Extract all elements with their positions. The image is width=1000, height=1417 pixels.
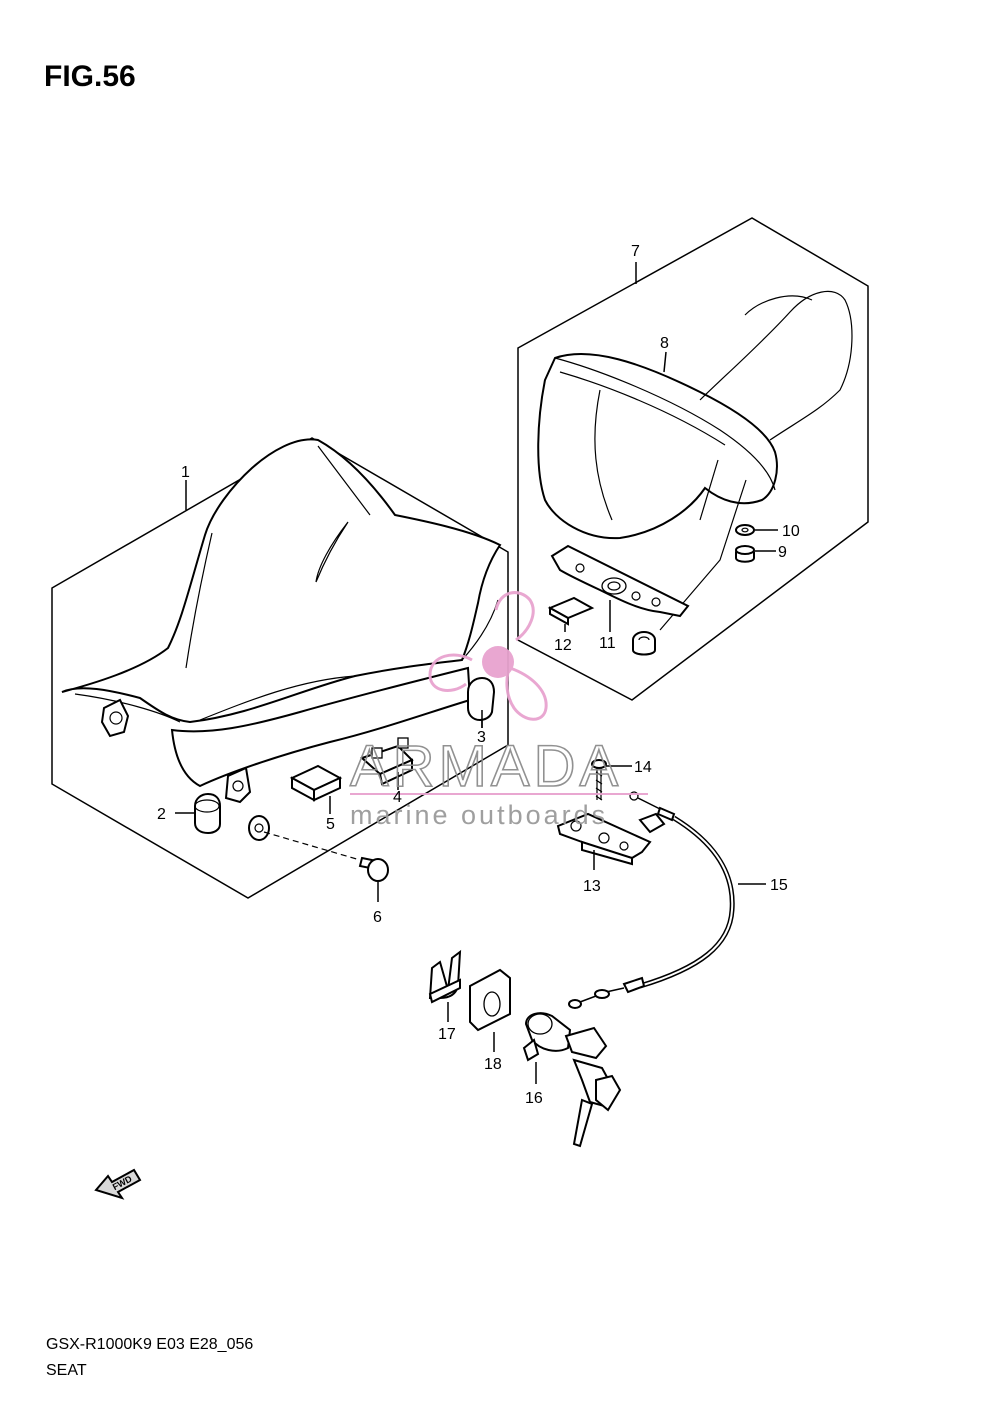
front-seat-group	[51, 437, 509, 899]
part-4-clip	[360, 737, 414, 790]
figure-title: FIG.56	[44, 60, 136, 93]
callout-labels: 1 2 3 4 5 6 7 8 9 10 11 12 13 14 15 16 1…	[157, 243, 800, 1107]
front-seat	[61, 438, 502, 724]
callout-3: 3	[477, 729, 486, 746]
callout-11: 11	[599, 635, 616, 652]
callout-14: 14	[634, 759, 652, 776]
callout-2: 2	[157, 806, 166, 823]
armada-logo-icon	[428, 591, 548, 721]
callout-18: 18	[484, 1056, 502, 1073]
part-3-cushion	[467, 676, 496, 728]
watermark-tagline: marine outboards	[350, 800, 608, 830]
callout-15: 15	[770, 877, 788, 894]
watermark: ARMADA marine outboards	[349, 591, 648, 830]
watermark-brand: ARMADA	[350, 734, 622, 799]
callout-1: 1	[181, 464, 190, 481]
callout-16: 16	[525, 1090, 543, 1107]
section-name: SEAT	[46, 1362, 87, 1379]
part-13-plate	[556, 759, 666, 870]
front-seat-frame	[51, 437, 509, 899]
footer: GSX-R1000K9 E03 E28_056 SEAT	[46, 1332, 253, 1384]
part-18-plate	[469, 968, 511, 1052]
callout-13: 13	[583, 878, 601, 895]
callout-12: 12	[554, 637, 572, 654]
callout-9: 9	[778, 544, 787, 561]
part-2-cushion	[175, 792, 221, 835]
callout-7: 7	[631, 243, 640, 260]
callout-8: 8	[660, 335, 669, 352]
part-17-clip	[428, 949, 462, 1022]
callout-10: 10	[782, 523, 800, 540]
callout-5: 5	[326, 816, 335, 833]
rear-cowl-group	[517, 217, 869, 701]
part-6-bolt	[248, 815, 389, 902]
callout-4: 4	[393, 789, 402, 806]
part-15-cable	[568, 791, 766, 1009]
callout-6: 6	[373, 909, 382, 926]
callout-17: 17	[438, 1026, 456, 1043]
part-5-pad	[289, 764, 343, 814]
model-code: GSX-R1000K9 E03 E28_056	[46, 1336, 254, 1353]
part-16-lock	[522, 1012, 622, 1148]
fwd-arrow-icon: FWD	[94, 1168, 142, 1200]
